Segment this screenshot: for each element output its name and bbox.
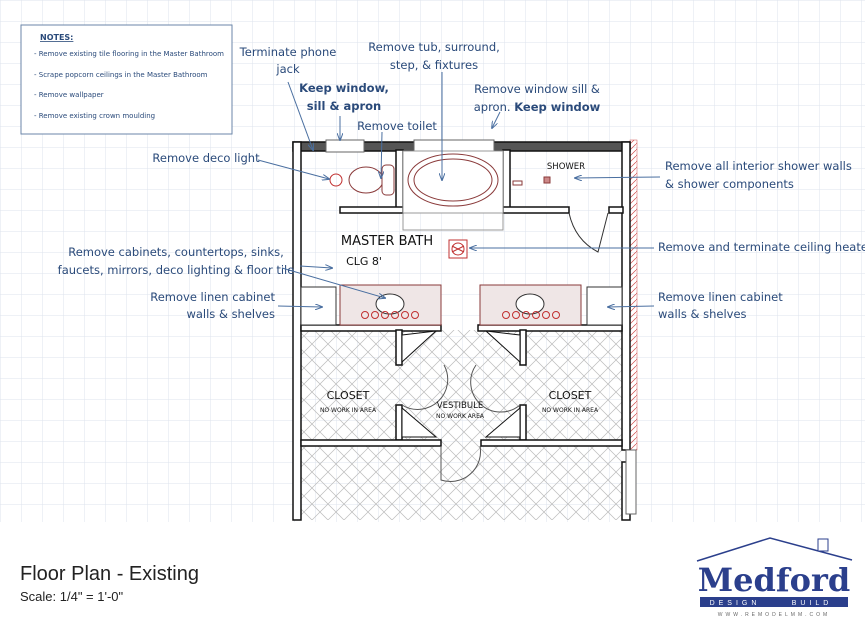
shower-valve-icon [512, 180, 523, 186]
annotation-shower: Remove all interior shower walls [665, 159, 852, 173]
annotation-keep-window: sill & apron [307, 99, 381, 113]
heater-icon [448, 239, 468, 259]
notes-box: NOTES: - Remove existing tile flooring i… [20, 24, 233, 135]
note-item: - Scrape popcorn ceilings in the Master … [34, 71, 208, 79]
notes-heading: NOTES: [40, 33, 73, 42]
window-lower [625, 449, 637, 515]
door-swings [401, 364, 521, 483]
vestibule-note: NO WORK AREA [436, 413, 485, 420]
shower-drain-icon [543, 176, 551, 184]
vanity-right [479, 284, 582, 326]
annotation-cabinets: faucets, mirrors, deco lighting & floor … [58, 263, 295, 277]
annotation-toilet: Remove toilet [357, 119, 437, 133]
note-item: - Remove wallpaper [34, 91, 104, 99]
annotation-shower: & shower components [665, 177, 794, 191]
annotation-linen-right: walls & shelves [658, 307, 747, 321]
closet-floor-hatch [301, 330, 622, 520]
room-label-closet-right: CLOSET [549, 389, 592, 402]
linen-cabinet-left [300, 286, 337, 326]
annotation-linen-right: Remove linen cabinet [658, 290, 783, 304]
linen-cabinet-right [586, 286, 623, 326]
annotation-tub: step, & fixtures [390, 58, 478, 72]
annotation-tub: Remove tub, surround, [368, 40, 500, 54]
window-tub [413, 139, 495, 153]
toilet [348, 164, 395, 196]
annotation-linen-left: Remove linen cabinet [150, 290, 275, 304]
svg-text:DESIGN: DESIGN [710, 600, 761, 607]
bathtub [402, 150, 504, 231]
annotation-heater: Remove and terminate ceiling heater [658, 240, 865, 254]
closet-left-note: NO WORK IN AREA [320, 407, 377, 414]
ceiling-height-label: CLG 8' [346, 255, 382, 268]
annotations: Terminate phone jack Keep window, sill &… [58, 40, 865, 321]
annotation-cabinets: Remove cabinets, countertops, sinks, [68, 245, 284, 259]
exterior-wall-hatch [629, 139, 638, 451]
drawing-scale: Scale: 1/4" = 1'-0" [20, 589, 124, 604]
svg-text:WWW.REMODELMM.COM: WWW.REMODELMM.COM [718, 612, 830, 618]
room-label-vestibule: VESTIBULE [437, 401, 483, 411]
medford-logo: Medford DESIGN BUILD WWW.REMODELMM.COM [696, 537, 853, 618]
annotation-phone: Terminate phone [239, 45, 337, 59]
vanity-left [339, 284, 442, 326]
shower-door [568, 212, 609, 253]
window-toilet [325, 139, 365, 153]
annotation-keep-window: Keep window, [299, 81, 389, 95]
note-item: - Remove existing crown moulding [34, 112, 155, 120]
closet-right-note: NO WORK IN AREA [542, 407, 599, 414]
room-label-master-bath: MASTER BATH [341, 234, 433, 249]
annotation-deco-light: Remove deco light [152, 151, 260, 165]
annotation-phone: jack [275, 62, 300, 76]
drawing-title: Floor Plan - Existing [20, 563, 199, 585]
note-item: - Remove existing tile flooring in the M… [34, 50, 224, 58]
room-label-closet-left: CLOSET [327, 389, 370, 402]
svg-text:Medford: Medford [698, 561, 851, 599]
svg-text:BUILD: BUILD [792, 600, 833, 607]
annotation-window-sill: apron. Keep window [474, 100, 601, 114]
annotation-window-sill: Remove window sill & [474, 82, 600, 96]
room-label-shower: SHOWER [547, 162, 585, 172]
annotation-linen-left: walls & shelves [186, 307, 275, 321]
